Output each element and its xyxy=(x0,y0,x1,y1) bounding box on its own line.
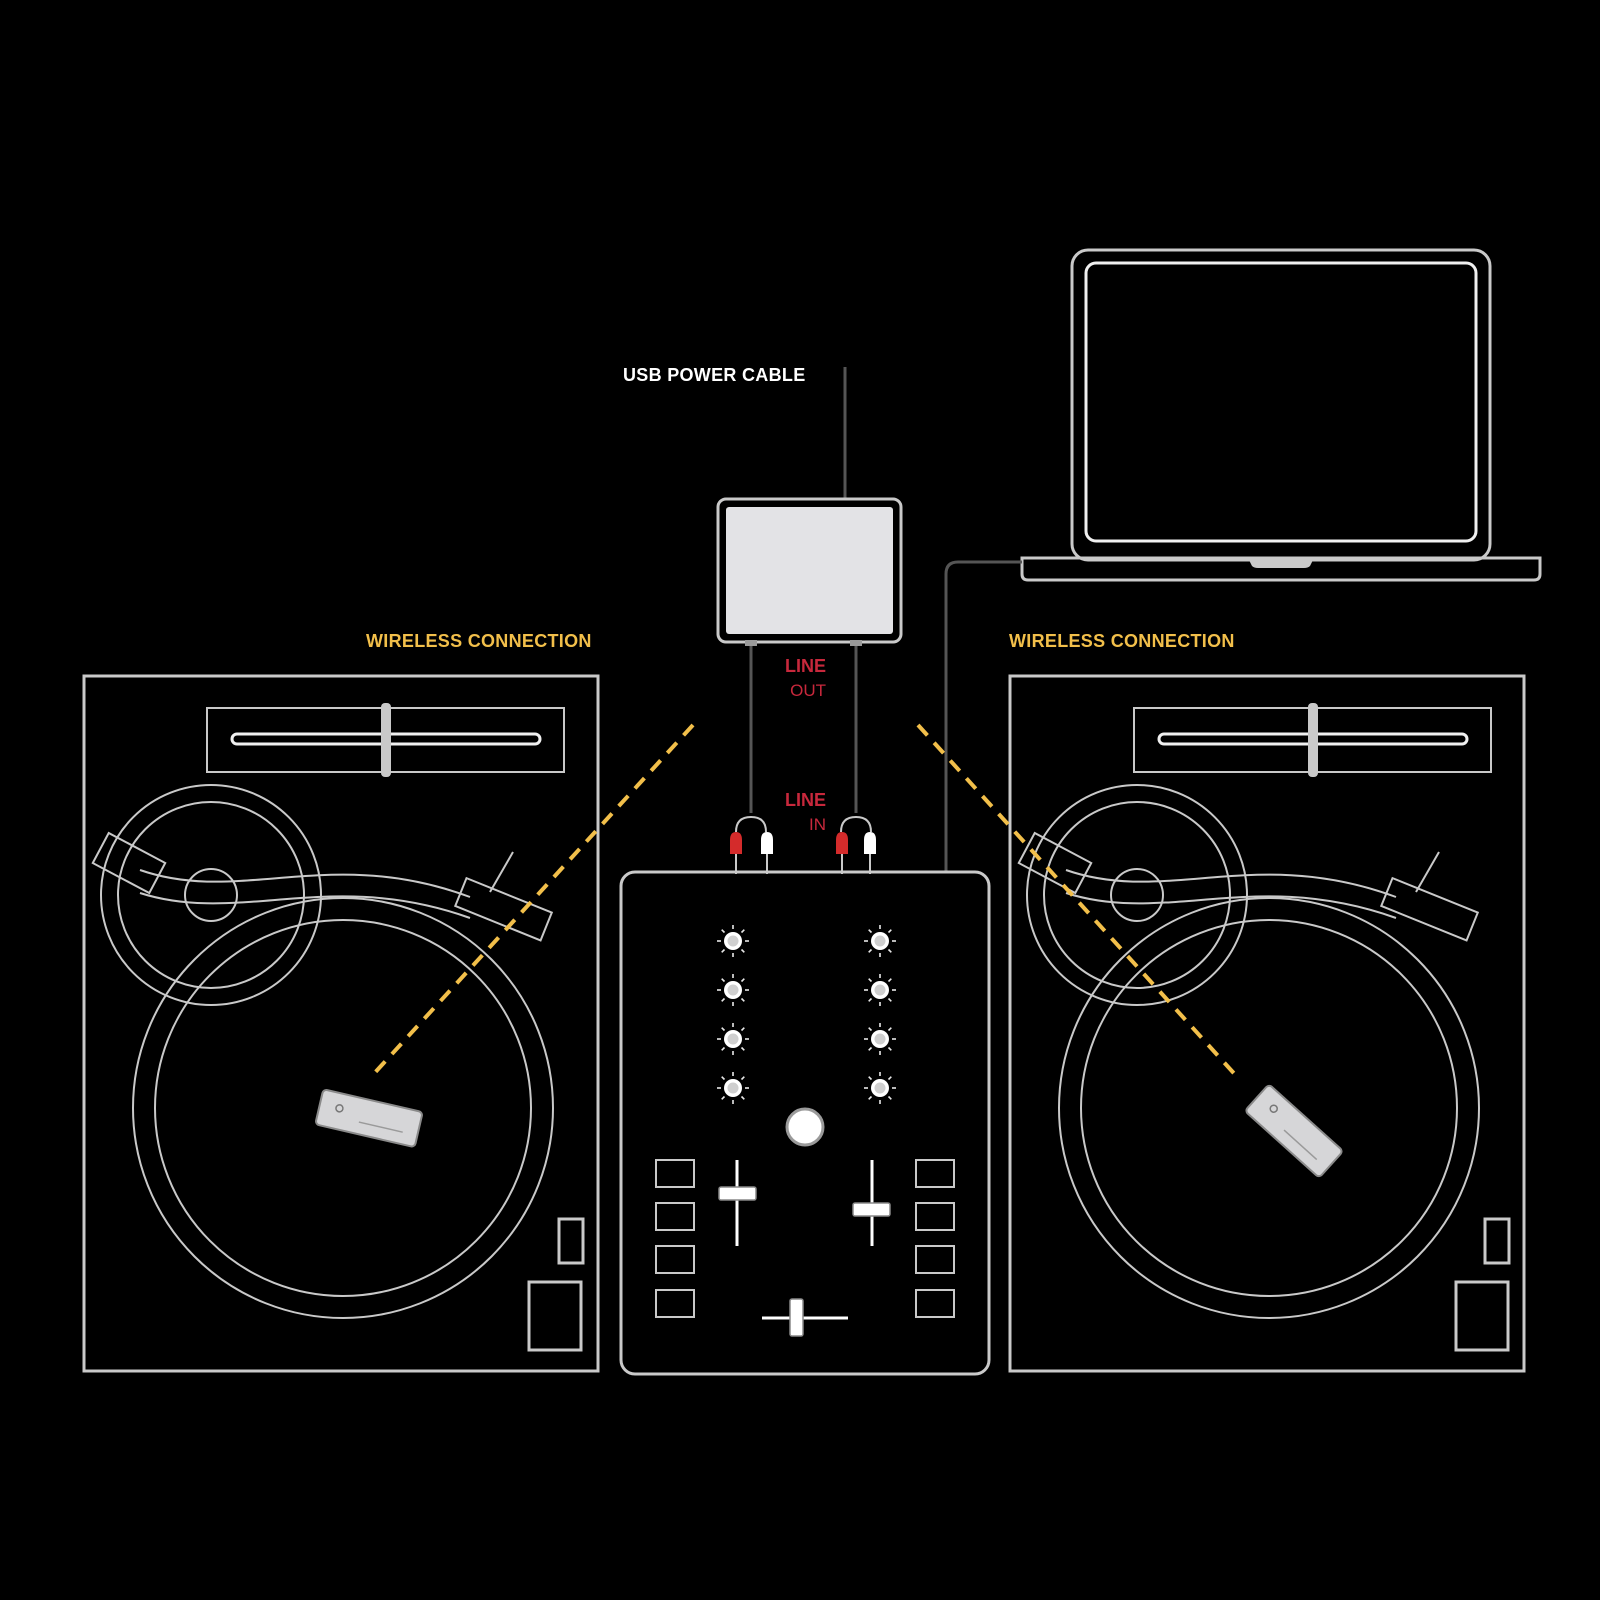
cables xyxy=(749,367,1022,872)
usb-power-cable-label: USB POWER CABLE xyxy=(623,365,806,385)
line-in-sub-label: IN xyxy=(809,815,826,834)
laptop-usb-cable xyxy=(944,560,1022,872)
laptop-icon xyxy=(1020,248,1542,582)
wireless-sensor-icon xyxy=(1245,1084,1343,1178)
wireless-connection-label-right: WIRELESS CONNECTION xyxy=(1009,631,1235,651)
rca-plug-icon xyxy=(730,815,876,874)
dj-mixer-icon xyxy=(619,870,991,1376)
wireless-connection-label-left: WIRELESS CONNECTION xyxy=(366,631,592,651)
line-out-label: LINE xyxy=(785,656,826,676)
wireless-line-right xyxy=(916,723,1242,1082)
turntable-right xyxy=(1008,674,1526,1373)
turntable-left xyxy=(82,674,600,1373)
line-in-label: LINE xyxy=(785,790,826,810)
audio-interface-icon xyxy=(716,497,903,646)
wireless-line-left xyxy=(368,723,695,1080)
wireless-sensor-icon xyxy=(315,1089,423,1148)
line-out-sub-label: OUT xyxy=(790,681,826,700)
